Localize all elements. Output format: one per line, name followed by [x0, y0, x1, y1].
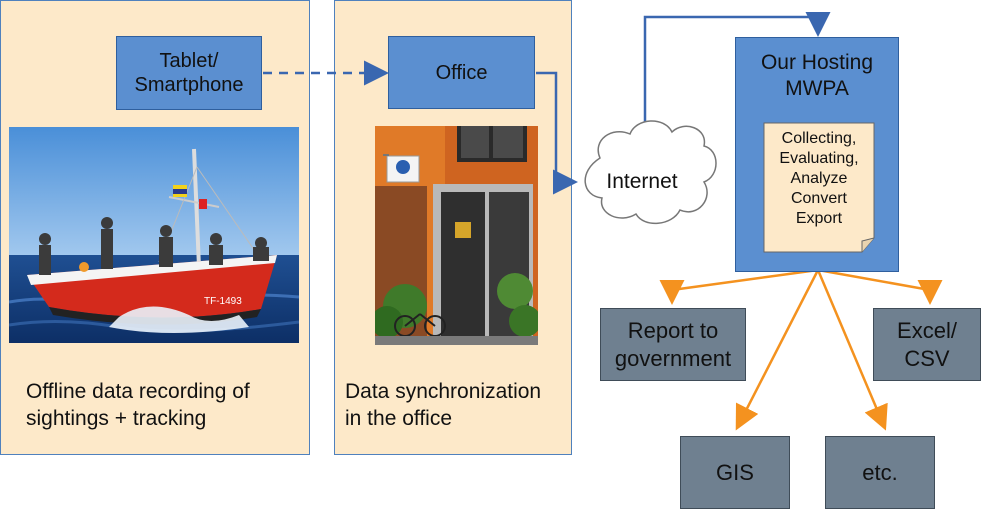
tablet-smartphone-node: Tablet/ Smartphone [116, 36, 262, 110]
hosting-to-excel-connector [817, 268, 943, 305]
internet-to-hosting-connector [643, 12, 831, 128]
boat-registration-text: TF-1493 [204, 296, 242, 307]
hosting-title: Our Hosting MWPA [760, 51, 874, 100]
report-to-government-node: Report to government [600, 308, 746, 381]
office-panel-caption: Data synchronization in the office [345, 380, 542, 430]
etc-node: etc. [825, 436, 935, 509]
internet-cloud-shape [584, 120, 717, 224]
internet-label: Internet [606, 170, 678, 193]
office-node: Office [388, 36, 535, 109]
office-building-photo [375, 126, 538, 345]
gis-node: GIS [680, 436, 790, 509]
fishing-boat-photo: TF-1493 [9, 127, 299, 343]
hosting-to-report-connector [659, 268, 819, 305]
hosting-to-etc-connector [816, 269, 888, 431]
field-panel-caption: Offline data recording of sightings + tr… [26, 380, 250, 430]
hosting-tasks-text: Collecting, Evaluating, Analyze Convert … [779, 130, 859, 227]
office-to-internet-connector [536, 71, 578, 195]
hosting-to-gis-connector [735, 269, 820, 431]
excel-csv-node: Excel/ CSV [873, 308, 981, 381]
